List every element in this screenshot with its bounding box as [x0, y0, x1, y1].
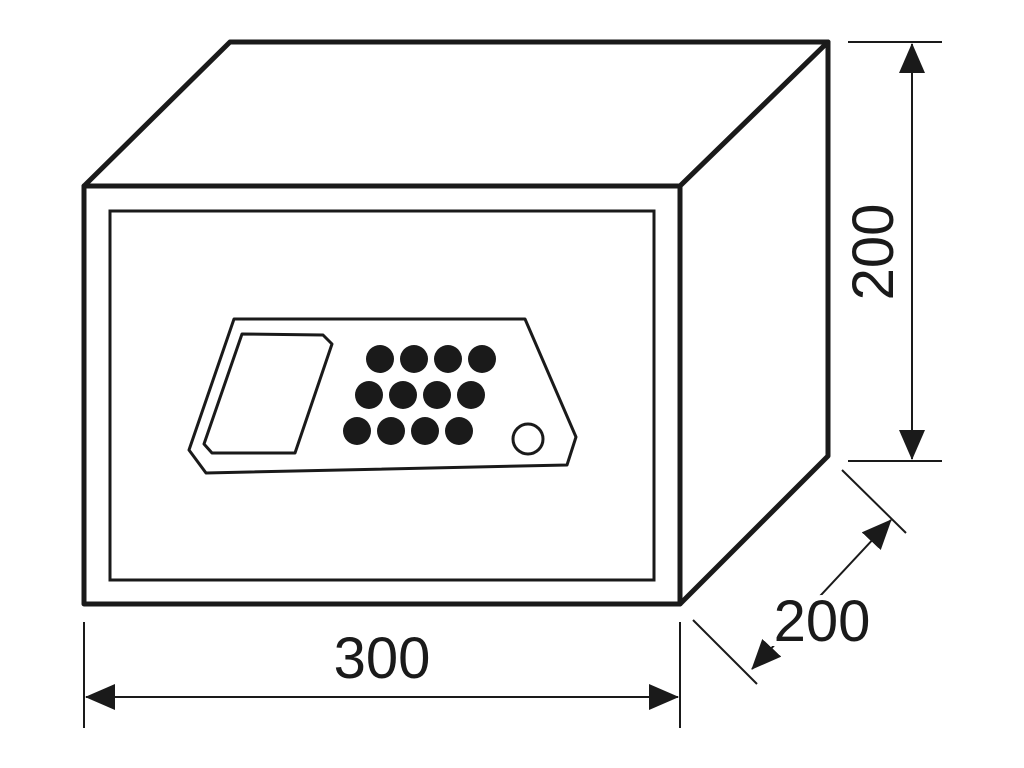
- width-dimension: [83, 622, 681, 728]
- keypad-key[interactable]: [468, 345, 496, 373]
- width-label: 300: [334, 626, 431, 691]
- depth-label: 200: [774, 589, 871, 654]
- round-button[interactable]: [511, 422, 545, 456]
- keypad-key[interactable]: [366, 345, 394, 373]
- depth-extension-top: [841, 469, 907, 534]
- keypad-key[interactable]: [445, 417, 473, 445]
- keypad-keys: [343, 345, 496, 445]
- keypad-key[interactable]: [411, 417, 439, 445]
- keypad-key[interactable]: [434, 345, 462, 373]
- depth-dimension: [692, 469, 907, 685]
- keypad-key[interactable]: [377, 417, 405, 445]
- safe-body: [81, 39, 831, 607]
- keypad-key[interactable]: [355, 381, 383, 409]
- height-dimension: [848, 41, 942, 462]
- height-label: 200: [841, 204, 906, 301]
- depth-extension-bottom: [692, 619, 758, 685]
- keypad-key[interactable]: [343, 417, 371, 445]
- keypad-key[interactable]: [423, 381, 451, 409]
- keypad-panel: [187, 317, 578, 475]
- keypad-key[interactable]: [400, 345, 428, 373]
- keypad-key[interactable]: [389, 381, 417, 409]
- depth-dimension-line: [751, 519, 892, 670]
- display-screen: [202, 332, 334, 455]
- keypad-key[interactable]: [457, 381, 485, 409]
- safe-door: [108, 209, 656, 582]
